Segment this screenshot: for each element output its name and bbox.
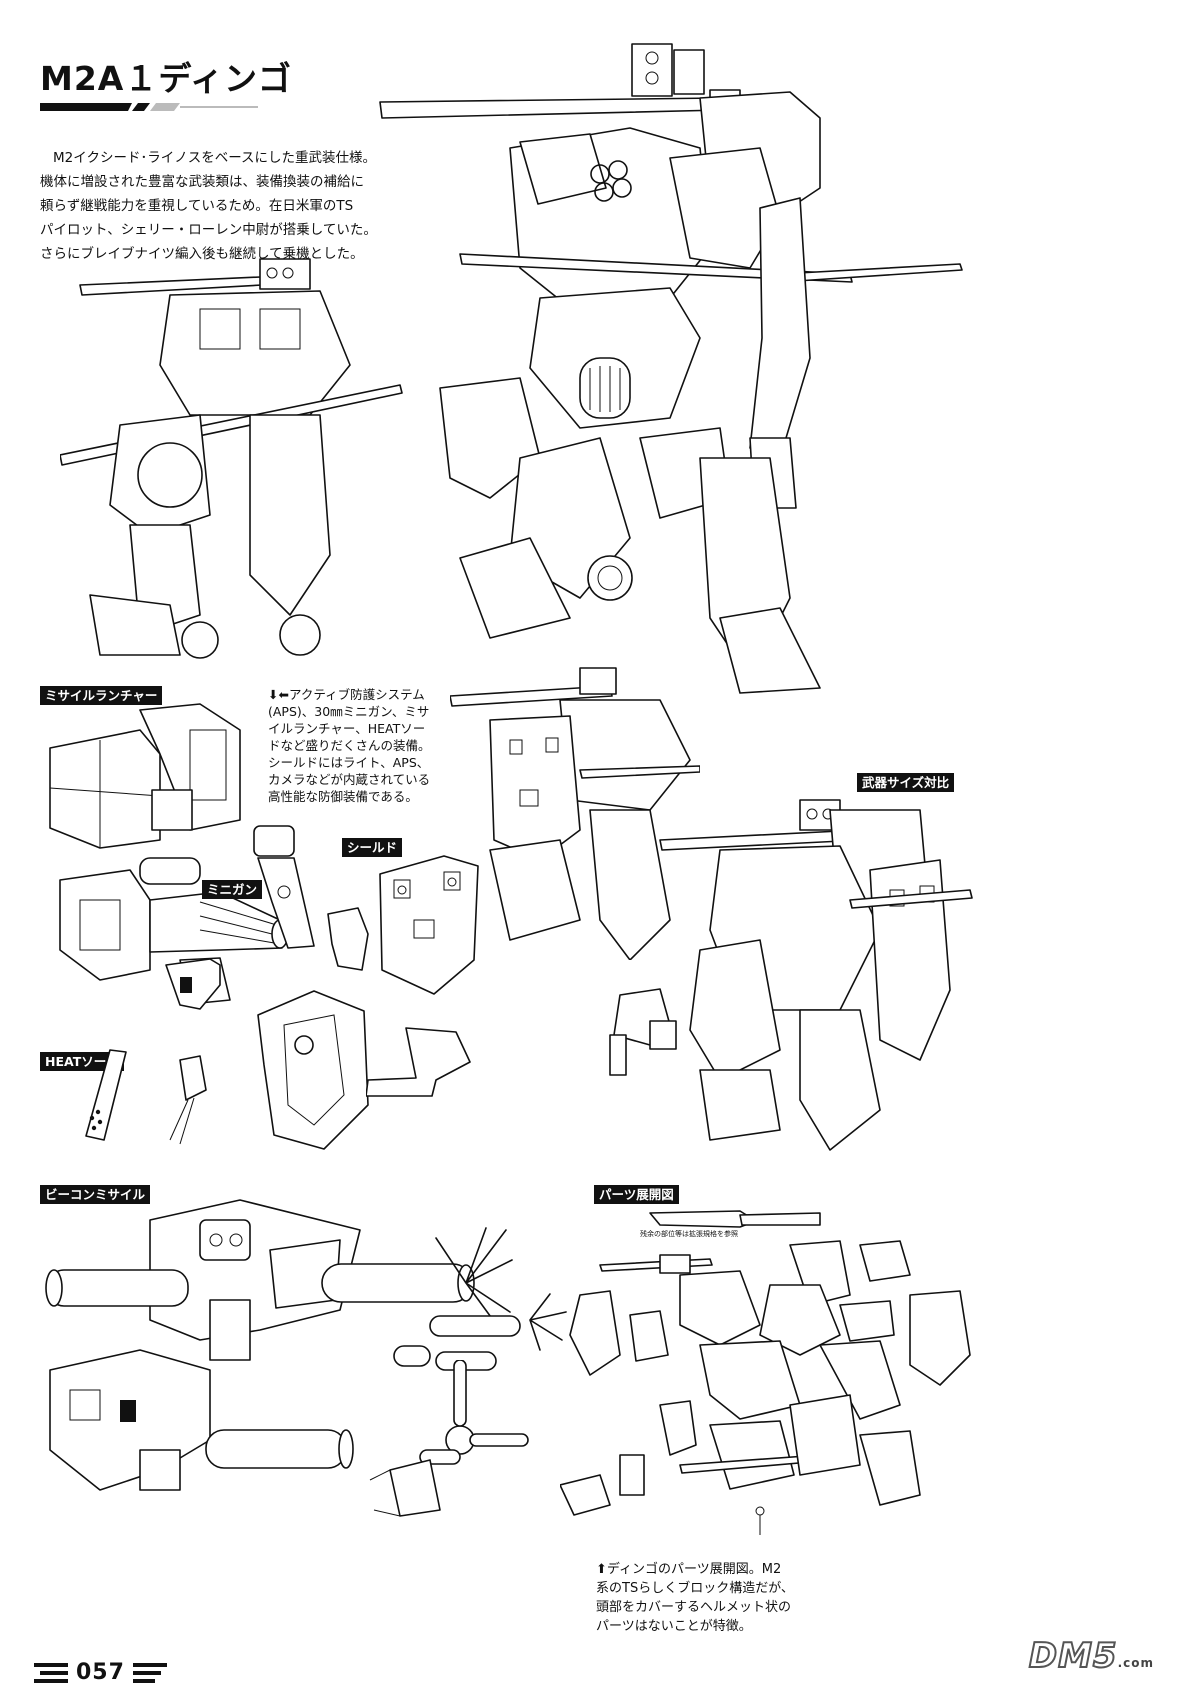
- missile-launcher-illustration: [40, 700, 250, 850]
- aps-caption: ⬇⬅アクティブ防護システム (APS)、30㎜ミニガン、ミサ イルランチャー、H…: [268, 686, 468, 805]
- intro-line: さらにブレイブナイツ編入後も継続して乗機とした。: [40, 246, 364, 262]
- parts-note: 残余の部位等は拡張規格を参照: [640, 1230, 738, 1238]
- intro-text: M2イクシード･ライノスをベースにした重武装仕様。 機体に増設された豊富な武装類…: [40, 146, 395, 266]
- heat-sword-illustration: [70, 1040, 230, 1150]
- folio-bars-right-icon: [132, 1662, 167, 1683]
- weapon-size-illustration: [600, 790, 980, 1160]
- watermark-suffix: .com: [1117, 1656, 1154, 1670]
- beacon-missile-rear-illustration: [40, 1330, 220, 1500]
- watermark-text: DM5: [1028, 1635, 1118, 1677]
- tube-illustration: [200, 1420, 360, 1480]
- parts-caption-line: ⬆ディンゴのパーツ展開図。M2: [596, 1562, 782, 1577]
- arm-illustration: [244, 822, 334, 952]
- parts-caption-line: パーツはないことが特徴。: [596, 1619, 752, 1634]
- label-parts-exploded: パーツ展開図: [594, 1185, 679, 1204]
- armor-plate-illustration: [254, 985, 374, 1155]
- title-underline: [40, 103, 258, 111]
- beacon-parts-illustration: [390, 1290, 570, 1410]
- aps-caption-line: イルランチャー、HEATソー: [268, 721, 426, 736]
- watermark: DM5.com: [1028, 1635, 1154, 1677]
- beacon-projectile-illustration: [316, 1220, 516, 1330]
- intro-line: 頼らず継戦能力を重視しているため。在日米軍のTS: [40, 198, 354, 214]
- parts-caption-line: 頭部をカバーするヘルメット状の: [596, 1600, 792, 1615]
- bracket-illustration: [318, 904, 378, 974]
- aps-caption-line: カメラなどが内蔵されている: [268, 772, 431, 787]
- label-minigun: ミニガン: [202, 880, 263, 899]
- label-missile-launcher: ミサイルランチャー: [40, 686, 163, 705]
- grip-illustration: [160, 955, 230, 1015]
- label-shield: シールド: [342, 838, 403, 857]
- page-folio: 057: [34, 1660, 167, 1685]
- label-beacon-missile: ビーコンミサイル: [40, 1185, 151, 1204]
- clamp-illustration: [366, 1022, 476, 1102]
- page-number: 057: [76, 1660, 125, 1685]
- handheld-minigun-illustration: [600, 985, 690, 1085]
- aps-caption-line: 高性能な防御装備である。: [268, 789, 418, 804]
- label-weapon-size: 武器サイズ対比: [857, 773, 955, 792]
- aps-caption-line: ⬇⬅アクティブ防護システム: [268, 687, 425, 702]
- beacon-missile-launcher-illustration: [40, 1190, 370, 1390]
- parts-caption: ⬆ディンゴのパーツ展開図。M2 系のTSらしくブロック構造だが、 頭部をカバーす…: [596, 1560, 826, 1636]
- shield-illustration: [374, 850, 484, 1000]
- mech-back-illustration: [60, 255, 420, 675]
- fin-rotor-illustration: [360, 1360, 530, 1520]
- parts-caption-line: 系のTSらしくブロック構造だが、: [596, 1581, 794, 1596]
- mech-shield-illustration: [450, 660, 700, 960]
- aps-caption-line: (APS)、30㎜ミニガン、ミサ: [268, 704, 430, 719]
- mech-main-illustration: [370, 38, 970, 698]
- label-heat-sword: HEATソード: [40, 1052, 124, 1071]
- parts-exploded-illustration: [560, 1205, 980, 1550]
- folio-bars-left-icon: [34, 1662, 68, 1683]
- intro-line: パイロット、シェリー・ローレン中尉が搭乗していた。: [40, 222, 377, 238]
- aps-caption-line: ドなど盛りだくさんの装備。: [268, 738, 431, 753]
- intro-line: 機体に増設された豊富な武装類は、装備換装の補給に: [40, 174, 364, 190]
- aps-caption-line: シールドにはライト、APS、: [268, 755, 430, 770]
- page-title: M2A１ディンゴ: [40, 59, 293, 98]
- intro-line: M2イクシード･ライノスをベースにした重武装仕様。: [53, 150, 377, 166]
